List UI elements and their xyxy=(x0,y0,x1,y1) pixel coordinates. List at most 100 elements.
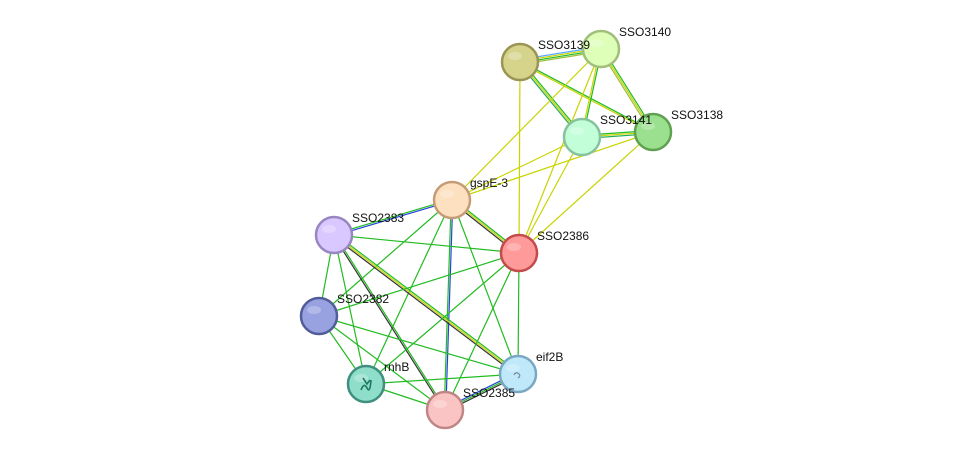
node-circle[interactable] xyxy=(432,180,472,220)
edge-sso3141-sso2386[interactable] xyxy=(518,136,583,254)
edge-evidence-line xyxy=(520,60,654,132)
node-highlight xyxy=(433,400,447,408)
node-label-sso3138: SSO3138 xyxy=(671,108,723,122)
edge-evidence-line xyxy=(332,235,518,376)
edge-evidence-line xyxy=(332,235,445,411)
edge-sso3140-gspe-3[interactable] xyxy=(451,48,602,201)
edge-sso2386-eif2b[interactable] xyxy=(517,252,520,375)
edge-evidence-line xyxy=(318,315,519,375)
node-circle[interactable] xyxy=(633,112,673,152)
node-circle[interactable] xyxy=(425,390,465,430)
edge-rnhb-eif2b[interactable] xyxy=(365,373,519,385)
edge-evidence-line xyxy=(334,233,520,374)
node-highlight xyxy=(589,39,603,47)
edge-evidence-line xyxy=(365,252,520,385)
node-label-rnhb: rnhB xyxy=(384,360,409,374)
edge-sso3138-gspe-3[interactable] xyxy=(451,131,654,201)
edge-sso2386-sso2385[interactable] xyxy=(444,252,520,411)
edge-evidence-line xyxy=(334,200,453,237)
edge-sso2383-rnhb[interactable] xyxy=(333,234,367,385)
node-highlight xyxy=(354,374,368,382)
node-highlight xyxy=(440,190,454,198)
node-label-eif2b: eif2B xyxy=(536,350,563,364)
node-highlight xyxy=(641,122,655,130)
edge-evidence-line xyxy=(518,136,583,254)
edge-evidence-line xyxy=(451,48,602,201)
edge-gspe-3-eif2b[interactable] xyxy=(451,199,519,375)
node-label-gspe-3: gspE-3 xyxy=(470,176,508,190)
edge-evidence-line xyxy=(318,252,520,317)
edge-evidence-line xyxy=(318,315,446,411)
edge-evidence-line xyxy=(333,234,367,385)
edge-sso2383-eif2b[interactable] xyxy=(332,233,520,376)
node-label-sso2383: SSO2383 xyxy=(352,211,404,225)
edge-evidence-line xyxy=(518,48,602,254)
edge-evidence-line xyxy=(443,199,452,410)
node-sso2386[interactable] xyxy=(499,233,539,273)
edge-sso3138-sso2386[interactable] xyxy=(518,131,654,254)
edge-sso3139-sso3138[interactable] xyxy=(519,60,654,134)
edge-sso2382-sso2385[interactable] xyxy=(318,315,446,411)
edge-evidence-line xyxy=(445,200,454,411)
edge-evidence-line xyxy=(451,131,654,201)
node-sso3141[interactable] xyxy=(562,117,602,157)
node-circle[interactable] xyxy=(562,117,602,157)
edge-sso2383-sso2386[interactable] xyxy=(333,234,520,254)
edge-sso2382-eif2b[interactable] xyxy=(318,315,519,375)
node-circle[interactable] xyxy=(299,296,339,336)
edge-evidence-line xyxy=(451,199,519,375)
edge-evidence-line xyxy=(333,234,519,375)
edge-evidence-line xyxy=(518,61,521,254)
node-label-sso3139: SSO3139 xyxy=(538,38,590,52)
node-circle[interactable] xyxy=(346,364,386,404)
edge-evidence-line xyxy=(517,252,520,375)
node-label-sso3141: SSO3141 xyxy=(600,113,652,127)
node-highlight xyxy=(508,52,522,60)
node-sso2382[interactable] xyxy=(299,296,339,336)
node-highlight xyxy=(307,306,321,314)
edge-gspe-3-sso2383[interactable] xyxy=(333,198,453,237)
node-sso2385[interactable] xyxy=(425,390,465,430)
edges-layer xyxy=(318,46,655,412)
node-circle[interactable] xyxy=(498,354,538,394)
node-circle[interactable] xyxy=(314,215,354,255)
node-sso3139[interactable] xyxy=(500,42,540,82)
edge-evidence-line xyxy=(451,136,583,201)
edge-sso3141-gspe-3[interactable] xyxy=(451,136,583,201)
node-circle[interactable] xyxy=(581,29,621,69)
edge-gspe-3-sso2385[interactable] xyxy=(443,199,454,411)
node-label-sso2386: SSO2386 xyxy=(537,229,589,243)
node-label-sso3140: SSO3140 xyxy=(619,25,671,39)
edge-evidence-line xyxy=(519,62,653,134)
node-label-sso2385: SSO2385 xyxy=(463,386,515,400)
edge-evidence-line xyxy=(333,234,520,254)
node-eif2b[interactable] xyxy=(498,354,538,394)
node-sso2383[interactable] xyxy=(314,215,354,255)
node-highlight xyxy=(506,364,520,372)
node-highlight xyxy=(507,243,521,251)
edge-sso3139-sso2386[interactable] xyxy=(518,61,521,254)
edge-gspe-3-sso2382[interactable] xyxy=(318,199,453,317)
node-gspe-3[interactable] xyxy=(432,180,472,220)
edge-sso2386-sso2382[interactable] xyxy=(318,252,520,317)
edge-sso3140-sso2386[interactable] xyxy=(518,48,602,254)
nodes-layer xyxy=(299,29,673,430)
node-sso3140[interactable] xyxy=(581,29,621,69)
protein-structure-icon xyxy=(513,372,521,379)
node-label-sso2382: SSO2382 xyxy=(337,292,389,306)
edge-evidence-line xyxy=(333,198,452,235)
edge-evidence-line xyxy=(365,373,519,385)
edge-evidence-line xyxy=(444,252,520,411)
node-circle[interactable] xyxy=(499,233,539,273)
node-highlight xyxy=(570,127,584,135)
node-highlight xyxy=(322,225,336,233)
edge-sso2386-rnhb[interactable] xyxy=(365,252,520,385)
node-sso3138[interactable] xyxy=(633,112,673,152)
edge-evidence-line xyxy=(518,131,654,254)
node-circle[interactable] xyxy=(500,42,540,82)
node-rnhb[interactable] xyxy=(346,364,386,404)
protein-structure-icon xyxy=(360,377,372,391)
edge-evidence-line xyxy=(318,199,453,317)
